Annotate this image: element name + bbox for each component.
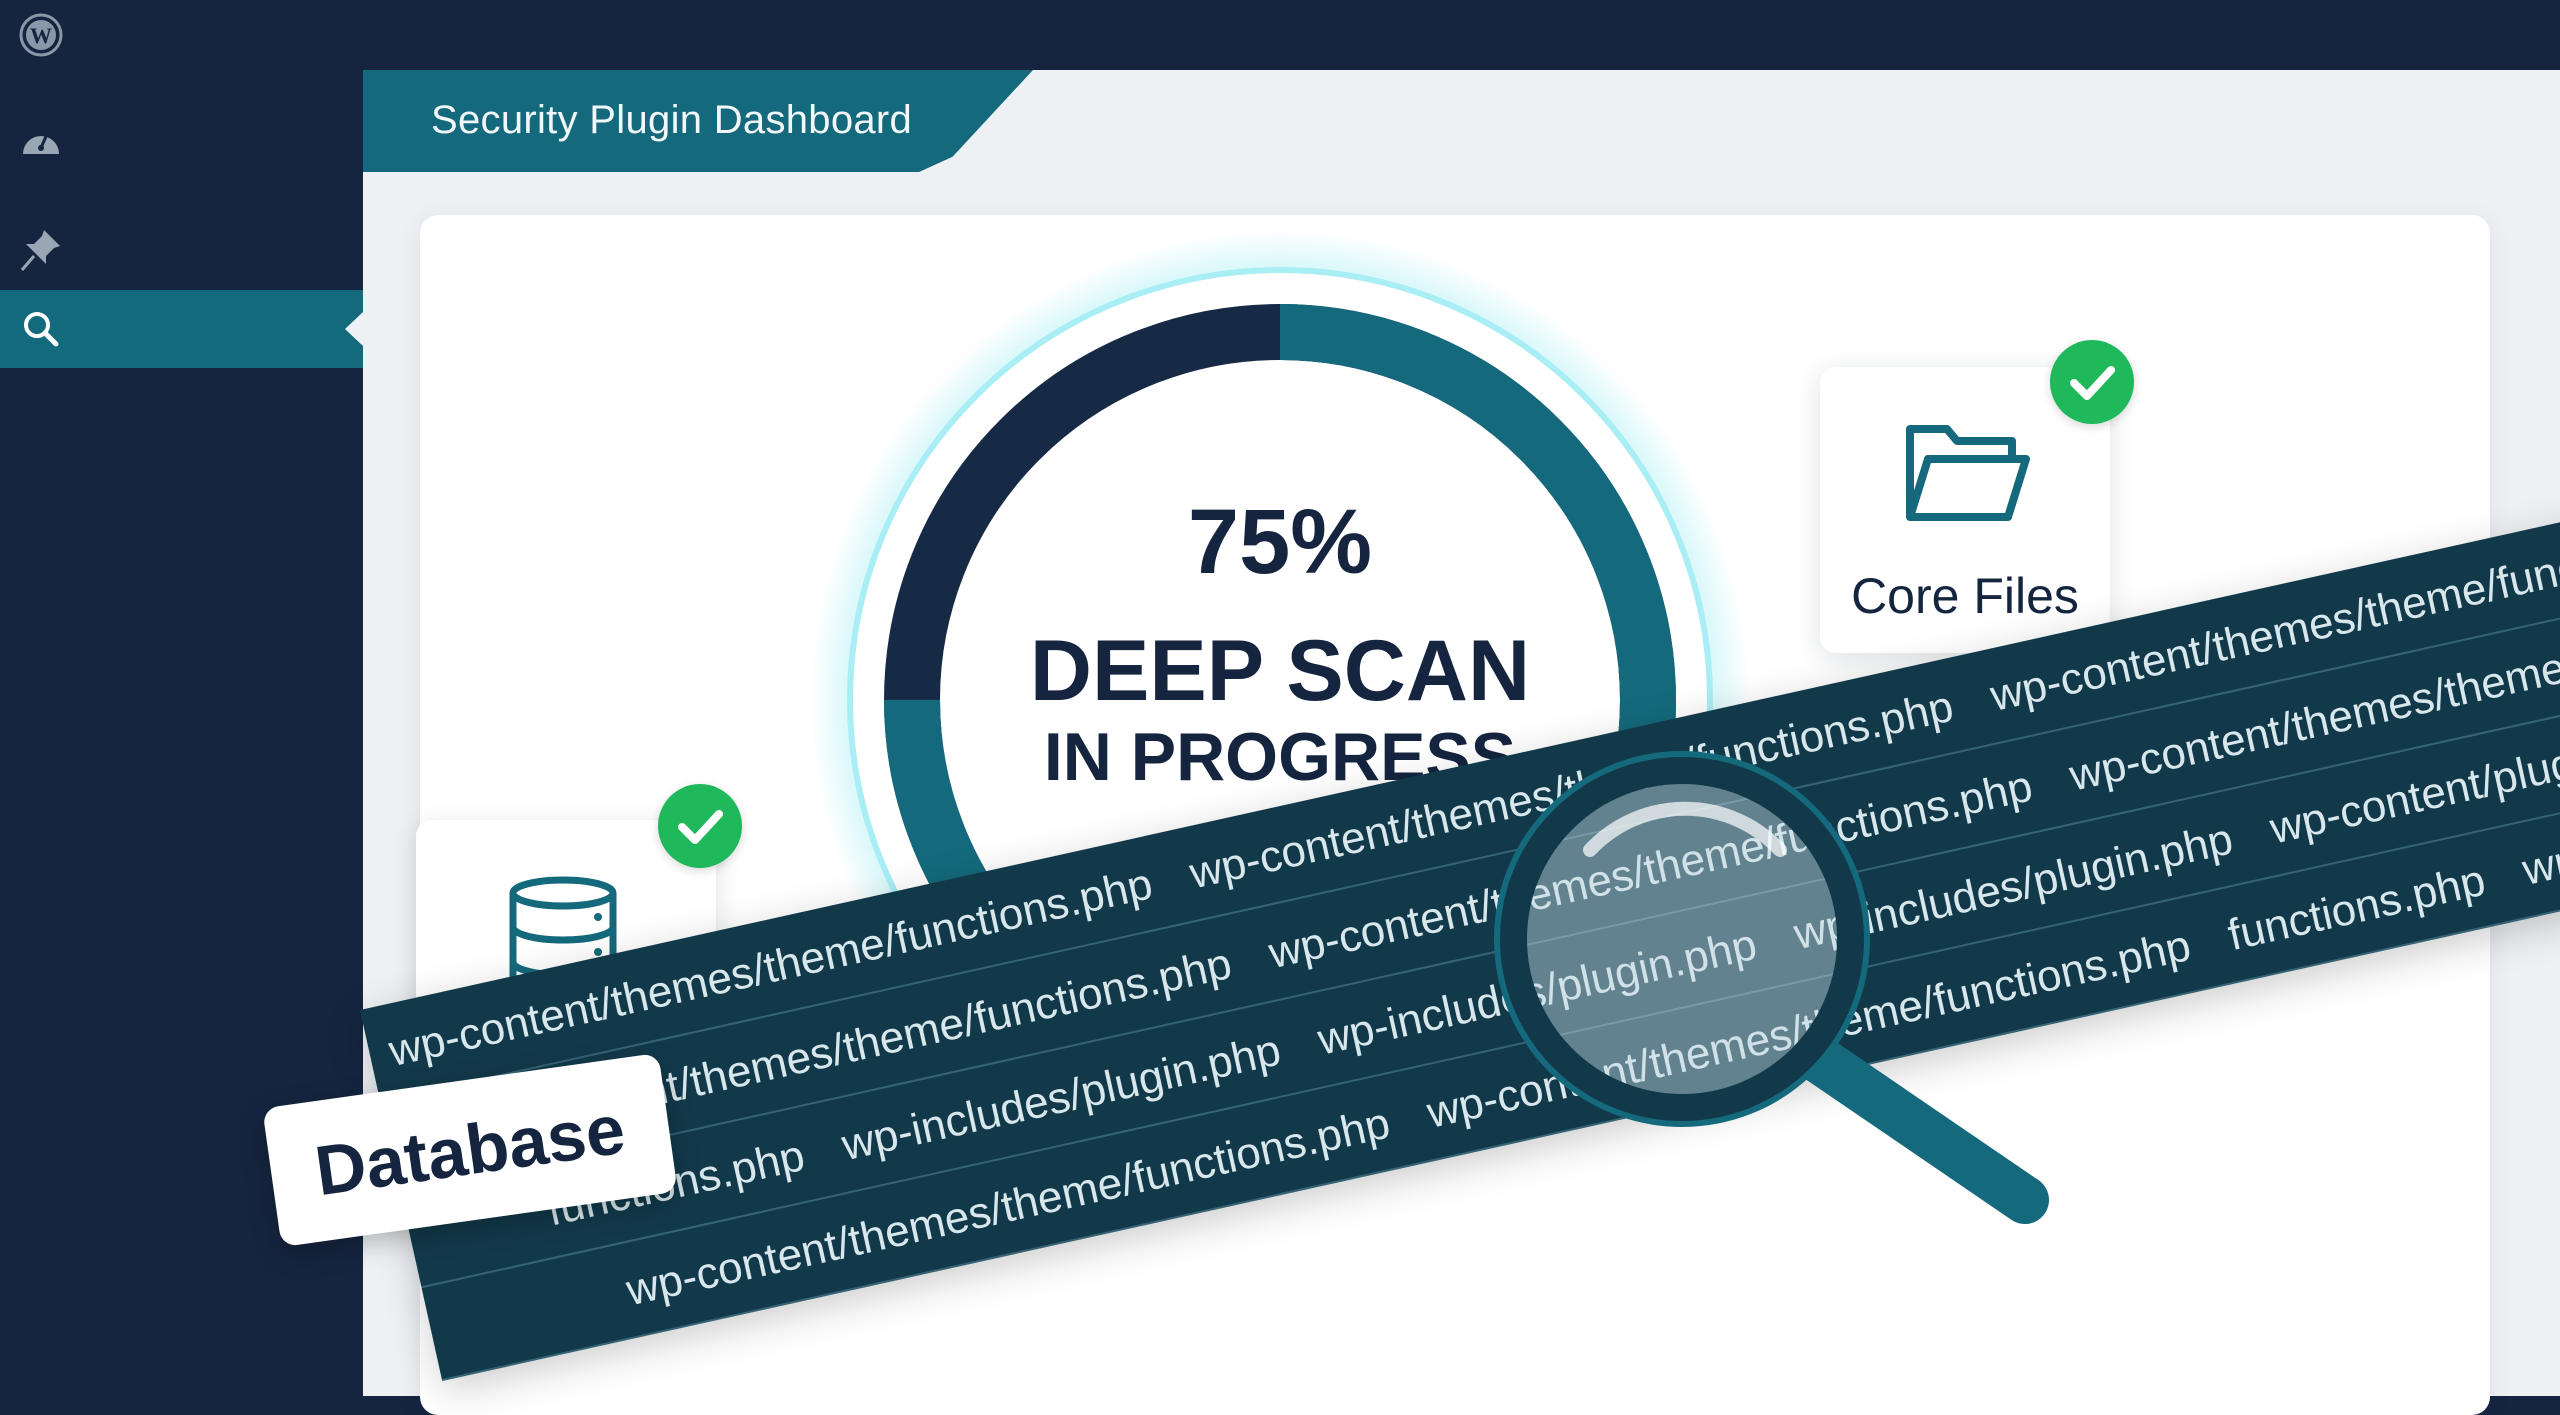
sidebar-item-security-scan[interactable] [0,290,363,368]
search-icon[interactable] [18,306,64,352]
scan-title: DEEP SCAN [1029,623,1531,719]
database-check-icon [658,784,742,868]
core-files-check-icon [2050,340,2134,424]
wordpress-logo-icon[interactable]: W [18,12,64,58]
active-indicator [345,312,363,346]
pin-icon[interactable] [18,226,64,272]
core-files-card[interactable]: Core Files [1820,367,2110,653]
svg-text:W: W [30,23,52,48]
progress-percent: 75% [1187,491,1373,593]
page-title-tab: Security Plugin Dashboard [363,70,1033,172]
dashboard-gauge-icon[interactable] [18,118,64,164]
page-title: Security Plugin Dashboard [431,98,913,142]
admin-sidebar: W [0,0,363,1396]
folder-icon [1906,425,2030,521]
core-files-label: Core Files [1851,568,2079,624]
